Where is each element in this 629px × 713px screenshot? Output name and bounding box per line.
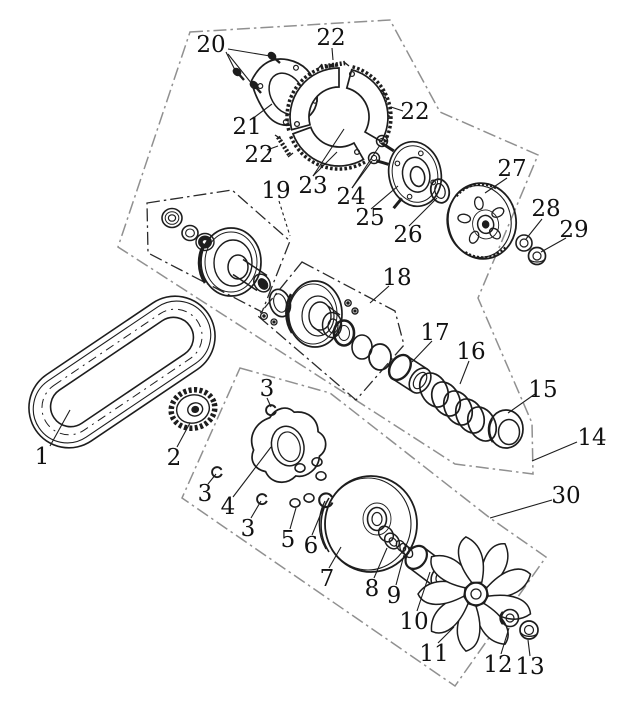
leader-line-22 — [266, 145, 279, 151]
leader-line-3 — [266, 397, 272, 408]
leader-line-20 — [225, 51, 237, 73]
part-number-18: 18 — [382, 265, 411, 291]
part-number-4: 4 — [221, 494, 236, 520]
part-number-15: 15 — [528, 377, 557, 403]
part-number-23: 23 — [298, 173, 327, 199]
part-number-26: 26 — [393, 222, 422, 248]
part-number-30: 30 — [551, 483, 580, 509]
part-number-28: 28 — [531, 196, 560, 222]
part-5-slide-pieces — [289, 457, 327, 508]
part-number-17: 17 — [420, 320, 449, 346]
part-7-drive-face-pulley — [318, 475, 418, 573]
boundary-group-30-lower — [181, 367, 548, 688]
leader-line-16 — [459, 360, 470, 385]
part-number-11: 11 — [419, 641, 448, 667]
leader-line-7 — [328, 546, 342, 569]
part-number-14: 14 — [577, 425, 606, 451]
leader-line-29 — [540, 237, 567, 253]
part-number-13: 13 — [515, 654, 544, 680]
part-23-clutch-shoes — [285, 63, 393, 171]
leader-line-10 — [416, 571, 431, 612]
part-number-3: 3 — [198, 481, 213, 507]
leader-line-20 — [227, 53, 253, 85]
part-12-washer — [499, 608, 520, 628]
part-number-22: 22 — [316, 25, 345, 51]
part-number-12: 12 — [483, 652, 512, 678]
part-number-24: 24 — [336, 184, 365, 210]
leader-line-14 — [531, 441, 578, 462]
leader-line-21 — [251, 103, 273, 120]
part-number-29: 29 — [559, 217, 588, 243]
part-number-22: 22 — [400, 99, 429, 125]
part-6-circlip — [318, 492, 334, 509]
leader-line-17 — [411, 340, 433, 363]
part-number-16: 16 — [456, 339, 485, 365]
part-number-3: 3 — [260, 376, 275, 402]
leader-line-23 — [312, 128, 345, 177]
part-11-cooling-fan-wheel — [417, 536, 532, 652]
boundary-group-14-outer — [117, 19, 539, 475]
part-19c-seal-ring-dark — [195, 232, 215, 252]
leader-line-2 — [176, 422, 191, 448]
part-4-ramp-plate — [250, 407, 327, 483]
leader-line-13 — [527, 639, 531, 657]
part-1-drive-belt — [28, 295, 216, 449]
leader-line-26 — [408, 197, 438, 227]
part-16-compression-spring — [418, 372, 498, 442]
part-26-oil-seal — [429, 178, 451, 204]
part-number-10: 10 — [399, 609, 428, 635]
leader-line-24 — [351, 144, 381, 189]
part-15-spring-seat — [487, 409, 524, 449]
part-number-27: 27 — [497, 156, 526, 182]
leader-line-8 — [373, 547, 388, 579]
part-number-8: 8 — [365, 576, 380, 602]
part-number-3: 3 — [241, 516, 256, 542]
leader-line-12 — [500, 627, 510, 655]
part-number-1: 1 — [35, 444, 50, 470]
part-3-e-clips — [211, 404, 277, 506]
part-29-flange-nut — [527, 246, 547, 266]
leader-line-4 — [232, 446, 272, 498]
part-number-2: 2 — [167, 445, 182, 471]
leader-line-28 — [525, 218, 543, 240]
leader-line-25 — [370, 185, 399, 210]
part-number-19: 19 — [261, 178, 290, 204]
part-18a-movable-driven-face — [259, 280, 392, 371]
part-number-7: 7 — [320, 566, 335, 592]
part-28-flat-washer — [515, 234, 533, 252]
part-13-crank-nut — [519, 620, 539, 640]
part-number-21: 21 — [232, 114, 261, 140]
part-number-6: 6 — [304, 533, 319, 559]
boundary-group-18-inner — [257, 261, 405, 401]
leader-line-6 — [311, 505, 325, 536]
leader-line-9 — [395, 554, 405, 586]
leader-line-18 — [369, 285, 390, 304]
leader-line-22 — [331, 47, 334, 61]
part-number-25: 25 — [355, 205, 384, 231]
leader-line-27 — [484, 177, 508, 194]
leader-line-5 — [289, 507, 297, 530]
leader-line-22 — [390, 106, 404, 112]
part-number-9: 9 — [387, 583, 402, 609]
leader-line-3 — [250, 500, 262, 519]
part-number-22: 22 — [244, 142, 273, 168]
leader-line-23 — [312, 151, 338, 177]
part-19a-bearing — [161, 207, 183, 229]
part-19d-driven-pulley-half-with-shaft — [197, 227, 271, 297]
leader-line-15 — [507, 393, 536, 414]
leader-line-30 — [489, 499, 553, 519]
part-17-spring-collar — [387, 353, 432, 394]
boundary-group-19-inner — [146, 189, 291, 313]
part-number-20: 20 — [196, 32, 225, 58]
leader-line-1 — [49, 409, 71, 447]
leader-line-20 — [227, 48, 271, 57]
leader-line-19 — [278, 200, 291, 237]
part-number-5: 5 — [281, 527, 296, 553]
part-19b-spacer-ring — [181, 224, 199, 242]
part-25-clutch-drive-plate — [375, 140, 443, 210]
leader-line-11 — [437, 626, 455, 644]
leader-line-3 — [207, 473, 217, 485]
